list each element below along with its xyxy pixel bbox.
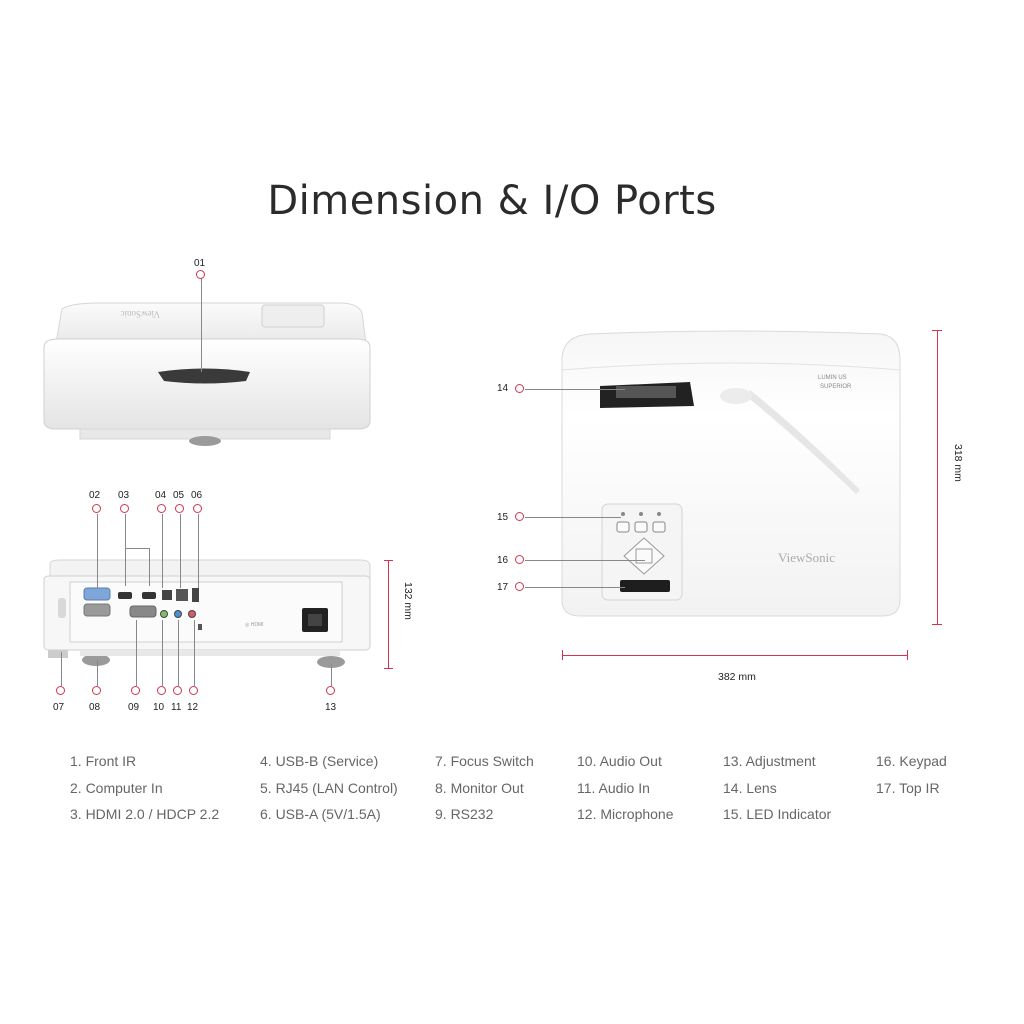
- depth-dimension: 318 mm: [952, 444, 964, 482]
- callout-label-13: 13: [325, 702, 337, 713]
- callout-marker-14: [515, 384, 524, 393]
- callout-marker-02: [92, 504, 101, 513]
- page-title: Dimension & I/O Ports: [267, 178, 717, 224]
- callout-label-09: 09: [128, 702, 140, 713]
- legend-item: 1. Front IR: [70, 753, 137, 769]
- callout-marker-11: [173, 686, 182, 695]
- callout-label-14: 14: [497, 383, 509, 394]
- rear-view-projector: ◎ HDMI: [43, 559, 371, 668]
- legend-item: 3. HDMI 2.0 / HDCP 2.2: [70, 806, 220, 822]
- callout-marker-12: [189, 686, 198, 695]
- callout-marker-01: [196, 270, 205, 279]
- callout-label-12: 12: [187, 702, 199, 713]
- callout-marker-13: [326, 686, 335, 695]
- callout-label-17: 17: [497, 582, 509, 593]
- legend-col-6: 16. Keypad 17. Top IR: [876, 748, 947, 801]
- legend-item: 15. LED Indicator: [723, 806, 832, 822]
- callout-marker-10: [157, 686, 166, 695]
- legend-item: 14. Lens: [723, 779, 777, 796]
- legend-item: 9. RS232: [435, 806, 494, 822]
- badge-line-2: SUPERIOR: [820, 384, 852, 390]
- callout-marker-06: [193, 504, 202, 513]
- callout-marker-16: [515, 555, 524, 564]
- legend-col-1: 1. Front IR 2. Computer In 3. HDMI 2.0 /…: [70, 748, 219, 828]
- svg-text:◎ HDMI: ◎ HDMI: [245, 622, 264, 628]
- callout-marker-03: [120, 504, 129, 513]
- callout-label-10: 10: [153, 702, 165, 713]
- callout-label-16: 16: [497, 555, 509, 566]
- callout-label-11: 11: [171, 702, 182, 713]
- legend-item: 5. RJ45 (LAN Control): [260, 779, 398, 796]
- legend-item: 6. USB-A (5V/1.5A): [260, 806, 381, 822]
- callout-marker-05: [175, 504, 184, 513]
- callout-label-15: 15: [497, 512, 509, 523]
- callout-marker-15: [515, 512, 524, 521]
- callout-label-01: 01: [194, 258, 206, 269]
- legend-item: 12. Microphone: [577, 806, 674, 822]
- callout-label-05: 05: [173, 490, 185, 501]
- callout-label-03: 03: [118, 490, 130, 501]
- legend-col-3: 7. Focus Switch 8. Monitor Out 9. RS232: [435, 748, 534, 828]
- callout-marker-08: [92, 686, 101, 695]
- legend-item: 4. USB-B (Service): [260, 753, 379, 769]
- height-dimension: 132 mm: [402, 582, 414, 620]
- legend-col-2: 4. USB-B (Service) 5. RJ45 (LAN Control)…: [260, 748, 398, 828]
- legend-item: 8. Monitor Out: [435, 779, 524, 796]
- callout-label-07: 07: [53, 702, 65, 713]
- legend-item: 11. Audio In: [577, 779, 650, 796]
- legend-item: 7. Focus Switch: [435, 753, 534, 769]
- width-dimension: 382 mm: [718, 671, 756, 683]
- legend-item: 10. Audio Out: [577, 753, 662, 769]
- callout-label-08: 08: [89, 702, 101, 713]
- front-view-projector: ViewSonic: [43, 302, 371, 446]
- badge-line-1: LUMIN US: [818, 375, 847, 381]
- legend-col-4: 10. Audio Out 11. Audio In 12. Microphon…: [577, 748, 674, 828]
- callout-label-02: 02: [89, 490, 101, 501]
- legend-item: 13. Adjustment: [723, 753, 816, 769]
- legend-item: 17. Top IR: [876, 779, 940, 796]
- callout-marker-04: [157, 504, 166, 513]
- svg-text:ViewSonic: ViewSonic: [121, 309, 160, 319]
- brand-logo: ViewSonic: [778, 550, 835, 565]
- legend-col-5: 13. Adjustment 14. Lens 15. LED Indicato…: [723, 748, 831, 828]
- callout-label-06: 06: [191, 490, 203, 501]
- legend-item: 16. Keypad: [876, 753, 947, 769]
- callout-marker-17: [515, 582, 524, 591]
- callout-marker-07: [56, 686, 65, 695]
- callout-label-04: 04: [155, 490, 167, 501]
- callout-marker-09: [131, 686, 140, 695]
- legend-item: 2. Computer In: [70, 779, 163, 796]
- top-view-projector: LUMIN US SUPERIOR ViewSonic: [561, 330, 901, 617]
